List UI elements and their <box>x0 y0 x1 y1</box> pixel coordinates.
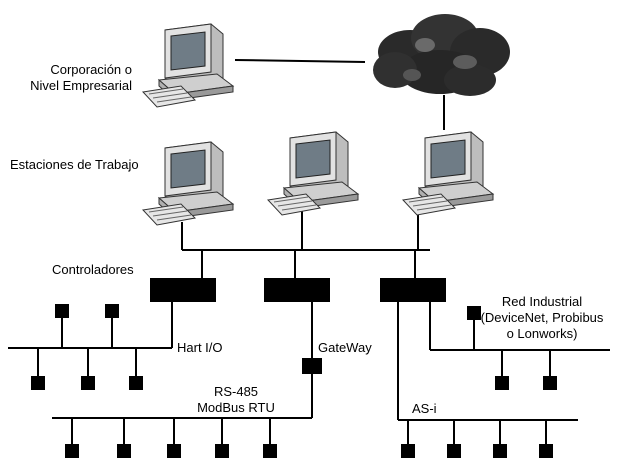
rs485-label-line2: ModBus RTU <box>197 400 275 415</box>
network-links <box>8 59 610 446</box>
rs485-device <box>117 444 131 458</box>
corporate-computer-icon <box>142 23 234 108</box>
asi-device <box>493 444 507 458</box>
industrial-device <box>467 306 481 320</box>
gateway-block <box>302 358 322 374</box>
asi-label: AS-i <box>412 401 437 416</box>
controller-block-3 <box>380 278 446 302</box>
hart-device <box>31 376 45 390</box>
workstation-1-computer-icon <box>142 141 234 226</box>
industrial-device <box>495 376 509 390</box>
hart-device <box>105 304 119 318</box>
hart-device <box>81 376 95 390</box>
corporation-label: Corporación o Nivel Empresarial <box>4 62 132 94</box>
rs485-label-line1: RS-485 <box>213 384 259 399</box>
rs485-device <box>167 444 181 458</box>
rs485-device <box>263 444 277 458</box>
hart-io-label: Hart I/O <box>177 340 223 355</box>
workstations-label: Estaciones de Trabajo <box>10 157 139 172</box>
workstation-3-computer-icon <box>402 131 494 216</box>
rs485-device <box>215 444 229 458</box>
corporation-label-line1: Corporación o <box>50 62 132 77</box>
industrial-network-label: Red Industrial (DeviceNet, Probibus o Lo… <box>478 294 606 342</box>
hart-device <box>55 304 69 318</box>
industrial-label-line2: (DeviceNet, Probibus <box>480 310 604 325</box>
industrial-label-line3: o Lonworks) <box>506 326 578 341</box>
rs485-device <box>65 444 79 458</box>
rs485-label: RS-485 ModBus RTU <box>186 384 286 416</box>
corporation-label-line2: Nivel Empresarial <box>30 78 132 93</box>
workstation-2-computer-icon <box>267 131 359 216</box>
controllers-label: Controladores <box>52 262 134 277</box>
internet-cloud <box>373 14 510 96</box>
asi-device <box>539 444 553 458</box>
industrial-device <box>543 376 557 390</box>
gateway-label: GateWay <box>318 340 372 355</box>
industrial-label-line1: Red Industrial <box>501 294 583 309</box>
controller-block-1 <box>150 278 216 302</box>
asi-device <box>401 444 415 458</box>
controller-block-2 <box>264 278 330 302</box>
hart-device <box>129 376 143 390</box>
asi-device <box>447 444 461 458</box>
